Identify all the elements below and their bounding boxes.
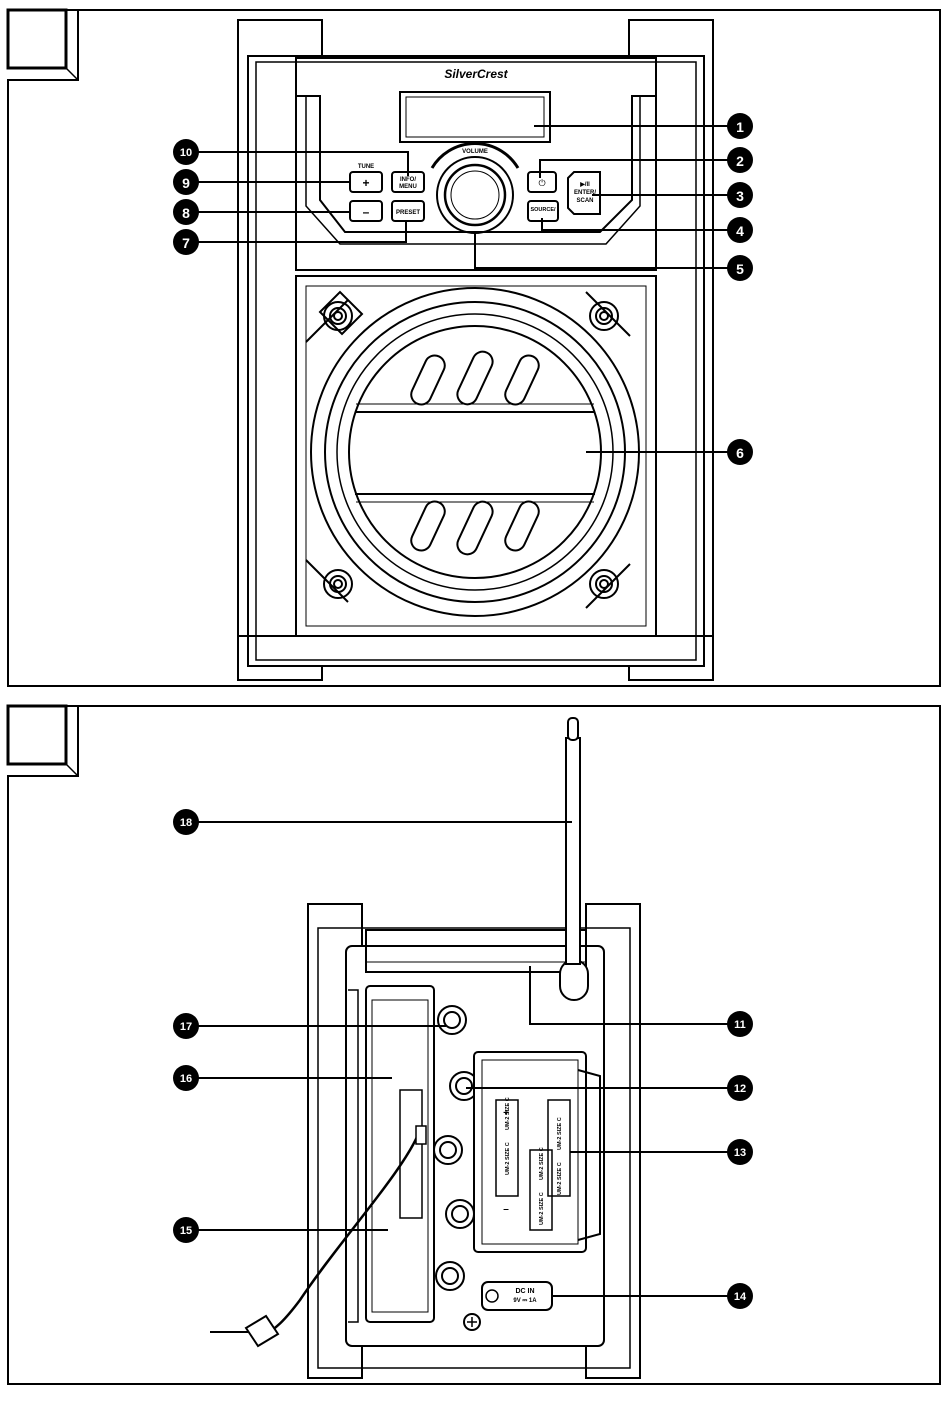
- callout-7: 7: [173, 229, 199, 255]
- dc-in-jack: [482, 1282, 552, 1310]
- front-view: [238, 20, 713, 680]
- callout-3: 3: [727, 182, 753, 208]
- battery-text-4: UM-2 SIZE C: [539, 1147, 545, 1180]
- svg-text:3: 3: [736, 188, 744, 204]
- tune-label: TUNE: [358, 164, 374, 170]
- callout-16: 16: [173, 1065, 199, 1091]
- battery-text-3: UM-2 SIZE C: [557, 1117, 563, 1150]
- battery-text-2: UM-2 SIZE C: [505, 1097, 511, 1130]
- callout-18: 18: [173, 809, 199, 835]
- callout-13: 13: [727, 1139, 753, 1165]
- svg-text:13: 13: [734, 1147, 746, 1159]
- callout-6: 6: [727, 439, 753, 465]
- svg-text:17: 17: [180, 1021, 192, 1033]
- callout-12: 12: [727, 1075, 753, 1101]
- callout-8: 8: [173, 199, 199, 225]
- svg-text:12: 12: [734, 1083, 746, 1095]
- svg-text:10: 10: [180, 147, 192, 159]
- svg-text:1: 1: [736, 119, 744, 135]
- callout-5: 5: [727, 255, 753, 281]
- svg-text:4: 4: [736, 223, 744, 239]
- minus-label: –: [363, 205, 370, 219]
- brand-logo: SilverCrest: [444, 67, 508, 81]
- callout-17: 17: [173, 1013, 199, 1039]
- antenna-base: [560, 960, 588, 1000]
- battery-text-1: UM-2 SIZE C: [505, 1142, 511, 1175]
- menu-label: MENU: [399, 184, 417, 190]
- info-label: INFO/: [400, 177, 416, 183]
- svg-text:2: 2: [736, 153, 744, 169]
- back-view: [210, 718, 640, 1378]
- svg-text:6: 6: [736, 445, 744, 461]
- callout-1: 1: [727, 113, 753, 139]
- volume-label: VOLUME: [462, 149, 488, 155]
- source-label: SOURCE/: [530, 207, 556, 213]
- scan-label: SCAN: [576, 198, 593, 204]
- power-icon: ⏻: [538, 178, 545, 188]
- callout-10: 10: [173, 139, 199, 165]
- antenna: [566, 738, 580, 964]
- front-body: [248, 56, 704, 666]
- callout-9: 9: [173, 169, 199, 195]
- svg-text:5: 5: [736, 261, 744, 277]
- plus-label: +: [362, 176, 369, 190]
- battery-text-5: UM-2 SIZE C: [539, 1192, 545, 1225]
- callout-2: 2: [727, 147, 753, 173]
- svg-text:14: 14: [734, 1291, 747, 1303]
- svg-text:18: 18: [180, 817, 192, 829]
- callout-4: 4: [727, 217, 753, 243]
- battery-minus-sign: –: [503, 1204, 509, 1215]
- dc-in-rating: 9V ⎓ 1A: [513, 1298, 537, 1304]
- svg-text:11: 11: [734, 1019, 746, 1031]
- svg-text:15: 15: [180, 1225, 192, 1237]
- callout-15: 15: [173, 1217, 199, 1243]
- svg-text:16: 16: [180, 1073, 192, 1085]
- battery-text-6: UM-2 SIZE C: [557, 1162, 563, 1195]
- aux-plug: [246, 1316, 278, 1346]
- play-label: ▶/II: [579, 181, 590, 188]
- svg-text:9: 9: [182, 175, 190, 191]
- preset-label: PRESET: [396, 210, 420, 216]
- svg-text:8: 8: [182, 205, 190, 221]
- callout-11: 11: [727, 1011, 753, 1037]
- svg-text:7: 7: [182, 235, 190, 251]
- dc-in-label: DC IN: [515, 1288, 534, 1295]
- callout-14: 14: [727, 1283, 753, 1309]
